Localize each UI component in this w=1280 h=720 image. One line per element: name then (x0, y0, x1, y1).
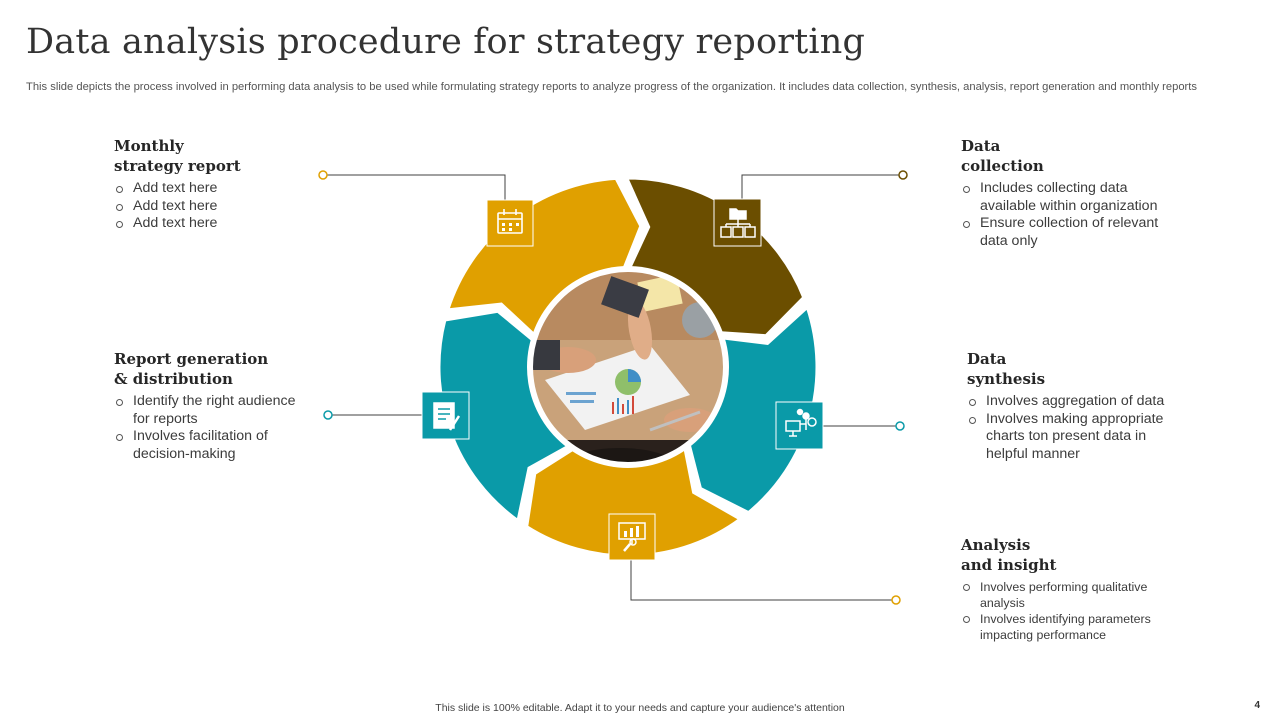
step-title: Data collection (961, 136, 1176, 176)
page-number: 4 (1254, 700, 1260, 711)
slide-title: Data analysis procedure for strategy rep… (26, 22, 866, 62)
step-title-line: Data (967, 350, 1007, 368)
step-title: Analysis and insight (961, 535, 1176, 575)
step-data-collection: Data collection Includes collecting data… (961, 136, 1176, 250)
step-title-line: & distribution (114, 370, 233, 388)
step-title-line: Report generation (114, 350, 269, 368)
bullet-item: Involves making appropriate charts ton p… (967, 411, 1182, 464)
bullet-item: Identify the right audience for reports (114, 393, 314, 428)
bullet-item: Add text here (114, 215, 339, 233)
connector-dot-monthly (318, 170, 328, 180)
bullet-item: Involves identifying parameters impactin… (961, 611, 1176, 643)
step-title-line: strategy report (114, 157, 241, 175)
connector-collection (741, 174, 903, 200)
step-title-line: Monthly (114, 137, 184, 155)
icon-box-collection (713, 198, 762, 247)
icon-box-report (421, 391, 470, 440)
bullet-item: Involves performing qualitative analysis (961, 579, 1176, 611)
bullet-list: Identify the right audience for reports … (114, 393, 314, 463)
icon-box-synthesis (775, 401, 824, 450)
connector-dot-report (323, 410, 333, 420)
connector-dot-synthesis (895, 421, 905, 431)
bullet-list: Add text here Add text here Add text her… (114, 180, 339, 233)
bullet-item: Add text here (114, 180, 339, 198)
folder-hierarchy-icon (720, 208, 756, 238)
step-title-line: and insight (961, 556, 1057, 574)
step-title-line: Data (961, 137, 1001, 155)
icon-box-analysis (608, 513, 656, 561)
step-title-line: collection (961, 157, 1044, 175)
bullet-list: Includes collecting data available withi… (961, 180, 1176, 250)
step-analysis-insight: Analysis and insight Involves performing… (961, 535, 1176, 643)
bullet-item: Add text here (114, 198, 339, 216)
connector-analysis (630, 560, 896, 601)
icon-box-monthly (486, 199, 534, 247)
bullet-item: Includes collecting data available withi… (961, 180, 1176, 215)
step-monthly-report: Monthly strategy report Add text here Ad… (114, 136, 339, 233)
connector-monthly (323, 174, 506, 200)
bullet-item: Involves facilitation of decision-making (114, 428, 314, 463)
presentation-chart-icon (618, 522, 646, 552)
step-title: Data synthesis (967, 349, 1182, 389)
bullet-item: Involves aggregation of data (967, 393, 1182, 411)
bullet-list: Involves performing qualitative analysis… (961, 579, 1176, 643)
step-title: Monthly strategy report (114, 136, 339, 176)
report-document-icon (433, 402, 461, 431)
step-report-generation: Report generation & distribution Identif… (114, 349, 314, 463)
slide-footer: This slide is 100% editable. Adapt it to… (435, 702, 845, 714)
step-data-synthesis: Data synthesis Involves aggregation of d… (967, 349, 1182, 463)
step-title: Report generation & distribution (114, 349, 314, 389)
connector-dot-analysis (891, 595, 901, 605)
cycle-ring (437, 176, 819, 558)
step-title-line: synthesis (967, 370, 1046, 388)
step-title-line: Analysis (961, 536, 1031, 554)
bullet-item: Ensure collection of relevant data only (961, 215, 1176, 250)
calendar-icon (497, 209, 523, 234)
computer-network-icon (785, 408, 817, 437)
bullet-list: Involves aggregation of data Involves ma… (967, 393, 1182, 463)
connector-dot-collection (898, 170, 908, 180)
slide-subtitle: This slide depicts the process involved … (26, 81, 1197, 93)
